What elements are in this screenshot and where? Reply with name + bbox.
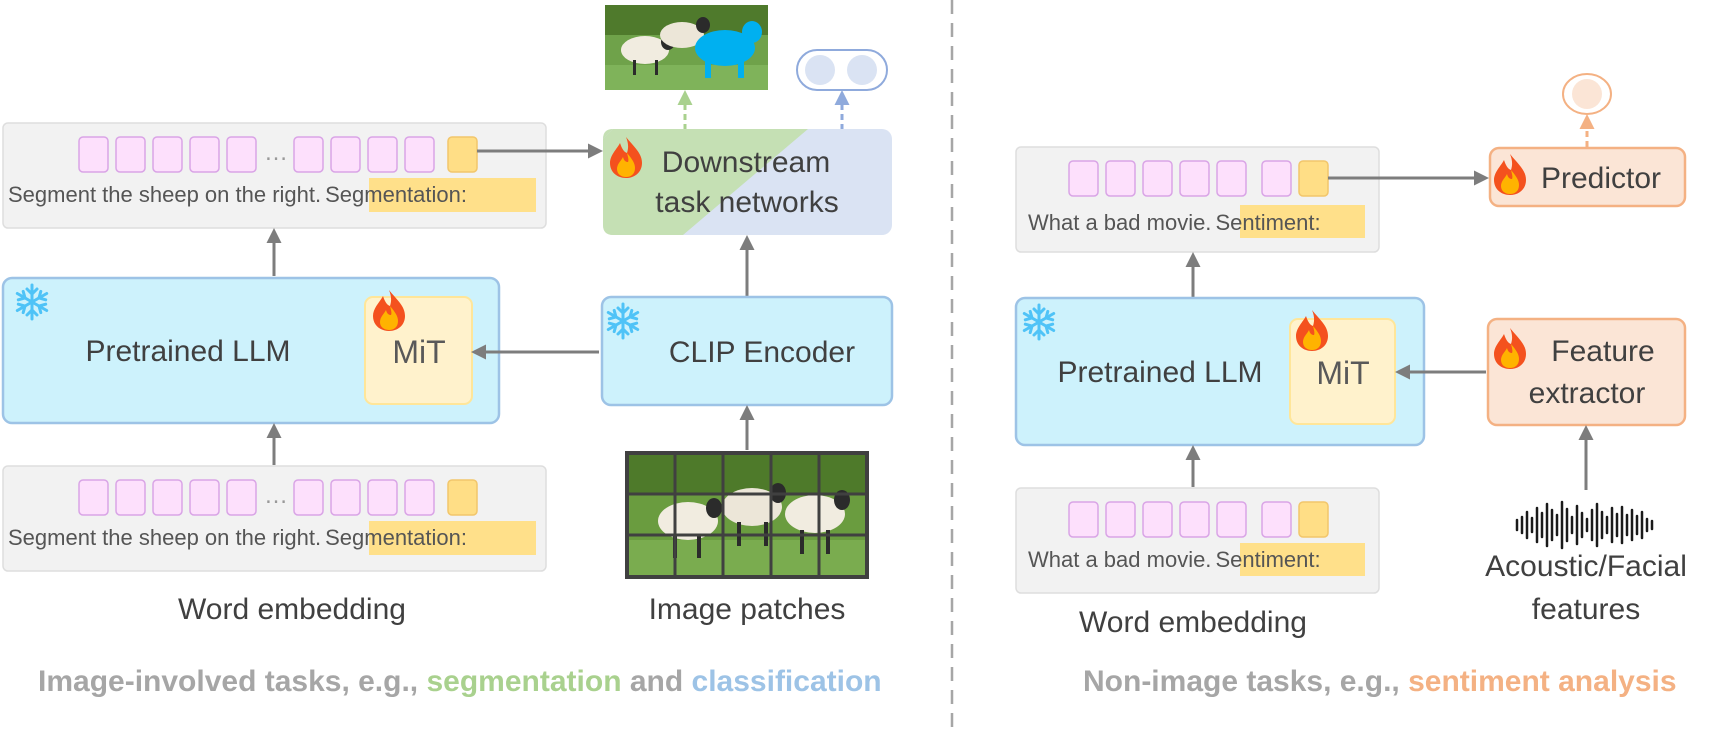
acoustic-caption-line2: features [1532, 593, 1640, 626]
task-token [447, 136, 478, 173]
llm-label: Pretrained LLM [1057, 356, 1262, 389]
task-token [1298, 501, 1329, 538]
sheep-patch-image [625, 451, 869, 579]
right-top-text-box: What a bad movie.Sentiment: [1015, 146, 1380, 253]
sentiment-token-icon [1562, 73, 1612, 115]
token-ellipsis: … [264, 139, 288, 166]
predictor-label: Predictor [1541, 162, 1661, 195]
predictor-box: Predictor [1488, 146, 1687, 208]
left-top-text-box: … Segment the sheep on the right.Segment… [2, 122, 547, 229]
feature-extractor-box: Feature extractor [1486, 317, 1687, 427]
clip-label: CLIP Encoder [669, 336, 855, 369]
right-pretrained-llm: Pretrained LLM MiT [1014, 296, 1426, 447]
sheep-mask-image [605, 5, 768, 90]
left-bottom-text: Segment the sheep on the right.Segmentat… [8, 525, 467, 550]
downstream-label-line1: Downstream [662, 146, 830, 179]
left-word-embedding-caption: Word embedding [178, 593, 406, 626]
downstream-task-networks: Downstream task networks [603, 129, 892, 235]
image-patches-caption: Image patches [649, 593, 846, 626]
right-bottom-text-box: What a bad movie.Sentiment: [1015, 487, 1380, 594]
left-pretrained-llm: Pretrained LLM MiT [1, 276, 501, 425]
right-word-embedding-caption: Word embedding [1079, 606, 1307, 639]
right-task-caption: Non-image tasks, e.g., sentiment analysi… [1083, 665, 1677, 698]
right-top-text: What a bad movie.Sentiment: [1028, 210, 1321, 235]
left-bottom-text-box: … Segment the sheep on the right.Segment… [2, 465, 547, 572]
feature-label-line2: extractor [1529, 377, 1646, 410]
mit-label: MiT [392, 334, 445, 370]
feature-label-line1: Feature [1551, 335, 1654, 368]
class-tokens-icon [796, 49, 888, 91]
right-bottom-text: What a bad movie.Sentiment: [1028, 547, 1321, 572]
downstream-label-line2: task networks [655, 186, 838, 219]
token-row: … [78, 479, 478, 516]
left-task-caption: Image-involved tasks, e.g., segmentation… [38, 665, 882, 698]
acoustic-caption-line1: Acoustic/Facial [1485, 550, 1687, 583]
mit-label: MiT [1316, 355, 1369, 391]
task-token [1298, 160, 1329, 197]
task-token [447, 479, 478, 516]
waveform-icon [1515, 500, 1654, 550]
token-row [1068, 501, 1329, 538]
clip-encoder: CLIP Encoder [600, 295, 894, 407]
token-ellipsis: … [264, 482, 288, 509]
token-row [1068, 160, 1329, 197]
left-top-text: Segment the sheep on the right.Segmentat… [8, 182, 467, 207]
token-row: … [78, 136, 478, 173]
llm-label: Pretrained LLM [85, 335, 290, 368]
